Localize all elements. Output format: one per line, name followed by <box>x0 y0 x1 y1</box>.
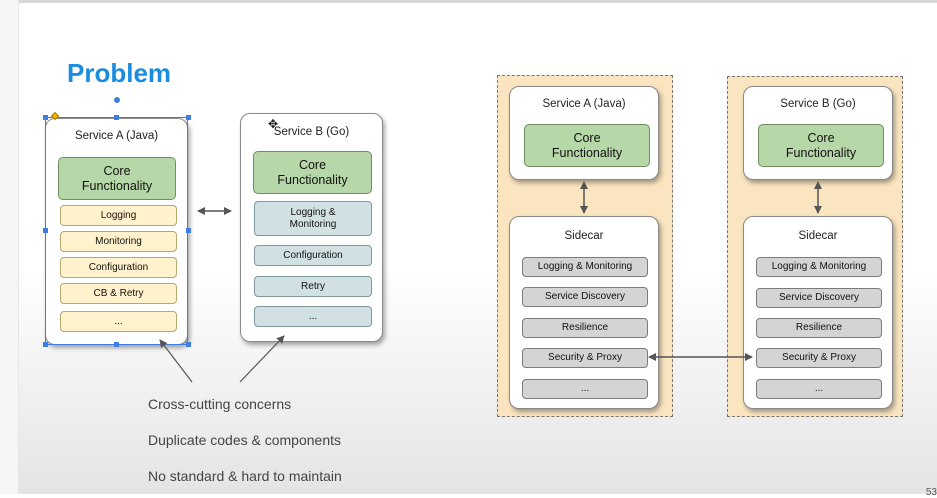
slide-title[interactable]: Problem <box>67 58 172 88</box>
pod-b-core-functionality: Core Functionality <box>758 124 884 167</box>
resize-handle-e[interactable] <box>186 228 191 233</box>
note-cross-cutting: Cross-cutting concerns <box>148 396 292 412</box>
pod-b-sidecar-title: Sidecar <box>798 230 838 242</box>
pod-b-service-title: Service B (Go) <box>780 98 856 110</box>
service-a-cb-retry: CB & Retry <box>60 283 177 304</box>
note-arrow-to-service-a <box>159 339 193 383</box>
pod-a-more: ... <box>522 379 648 399</box>
pod-a-service-title: Service A (Java) <box>542 98 626 110</box>
pod-a-service-card[interactable]: Service A (Java) Core Functionality <box>509 86 659 180</box>
pod-b-sidecar-card[interactable]: Sidecar Logging & Monitoring Service Dis… <box>743 216 893 409</box>
pod-a-logging-monitoring: Logging & Monitoring <box>522 257 648 277</box>
resize-handle-w[interactable] <box>43 228 48 233</box>
note-no-standard: No standard & hard to maintain <box>148 468 342 484</box>
resize-handle-s[interactable] <box>114 342 119 347</box>
resize-handle-se[interactable] <box>186 342 191 347</box>
service-b-card[interactable]: Service B (Go) Core Functionality Loggin… <box>240 113 383 342</box>
pod-a-core-functionality: Core Functionality <box>524 124 650 167</box>
top-divider <box>0 0 937 3</box>
rotate-handle[interactable] <box>114 97 120 103</box>
pod-a-resilience: Resilience <box>522 318 648 338</box>
resize-handle-ne[interactable] <box>186 115 191 120</box>
move-cursor-icon: ✥ <box>268 117 279 131</box>
service-b-configuration: Configuration <box>254 245 372 266</box>
service-a-title: Service A (Java) <box>74 130 159 142</box>
pod-b-resilience: Resilience <box>756 318 882 338</box>
pod-b-security-proxy: Security & Proxy <box>756 348 882 368</box>
pod-a-sidecar-title: Sidecar <box>564 230 604 242</box>
service-b-title: Service B (Go) <box>273 126 350 138</box>
pod-b-service-discovery: Service Discovery <box>756 288 882 308</box>
pod-b-logging-monitoring: Logging & Monitoring <box>756 257 882 277</box>
service-a-card[interactable]: Service A (Java) Core Functionality Logg… <box>45 118 188 345</box>
resize-handle-nw[interactable] <box>43 115 48 120</box>
service-a-logging: Logging <box>60 205 177 226</box>
note-duplicate-codes: Duplicate codes & components <box>148 432 341 448</box>
service-a-core-functionality: Core Functionality <box>58 157 176 200</box>
service-a-monitoring: Monitoring <box>60 231 177 252</box>
note-arrow-to-service-b <box>239 335 285 383</box>
pod-b-more: ... <box>756 379 882 399</box>
left-margin <box>0 0 19 494</box>
resize-handle-n[interactable] <box>114 115 119 120</box>
service-a-configuration: Configuration <box>60 257 177 278</box>
service-b-core-functionality: Core Functionality <box>253 151 372 194</box>
pod-a-service-discovery: Service Discovery <box>522 287 648 307</box>
service-b-more: ... <box>254 306 372 327</box>
resize-handle-sw[interactable] <box>43 342 48 347</box>
pod-a-sidecar-card[interactable]: Sidecar Logging & Monitoring Service Dis… <box>509 216 659 409</box>
service-b-retry: Retry <box>254 276 372 297</box>
service-b-logging-monitoring: Logging & Monitoring <box>254 201 372 236</box>
service-a-more: ... <box>60 311 177 332</box>
pod-a-security-proxy: Security & Proxy <box>522 348 648 368</box>
pod-b-service-card[interactable]: Service B (Go) Core Functionality <box>743 86 893 180</box>
page-number: 53 <box>925 487 937 498</box>
